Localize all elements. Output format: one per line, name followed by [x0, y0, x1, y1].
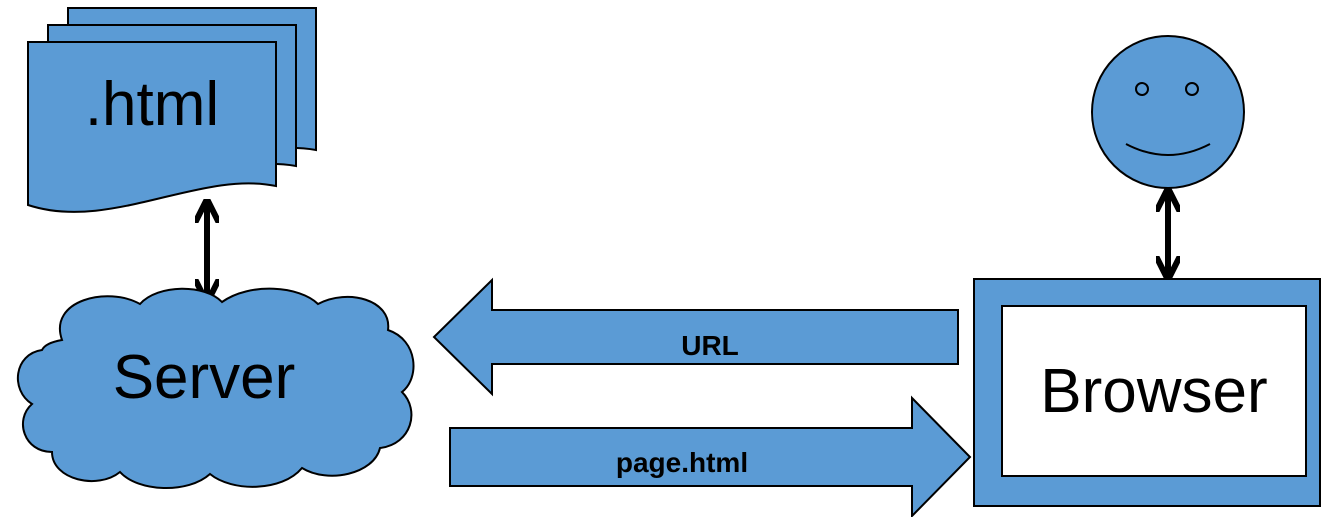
url-arrow-label: URL [681, 330, 739, 361]
page-arrow-label: page.html [616, 447, 748, 478]
page-arrow-shape [449, 395, 972, 517]
smiley-mouth [1125, 143, 1211, 156]
smiley-left-eye [1135, 82, 1149, 96]
server-label: Server [113, 343, 296, 412]
smiley-face [1091, 35, 1245, 189]
html-documents-icon: .html [27, 7, 317, 213]
server-cloud-icon: Server [16, 287, 415, 490]
documents-label: .html [85, 70, 219, 139]
url-arrow-shape [432, 277, 959, 397]
page-response-arrow: page.html [449, 395, 972, 517]
browser-label: Browser [1040, 357, 1267, 426]
url-request-arrow: URL [432, 277, 959, 397]
server-cloud-shape [16, 287, 415, 490]
user-smiley-icon [1091, 35, 1245, 189]
browser-window-icon: Browser [973, 278, 1321, 507]
smiley-right-eye [1185, 82, 1199, 96]
document-sheet-front [27, 41, 277, 213]
browser-viewport [1001, 305, 1307, 477]
